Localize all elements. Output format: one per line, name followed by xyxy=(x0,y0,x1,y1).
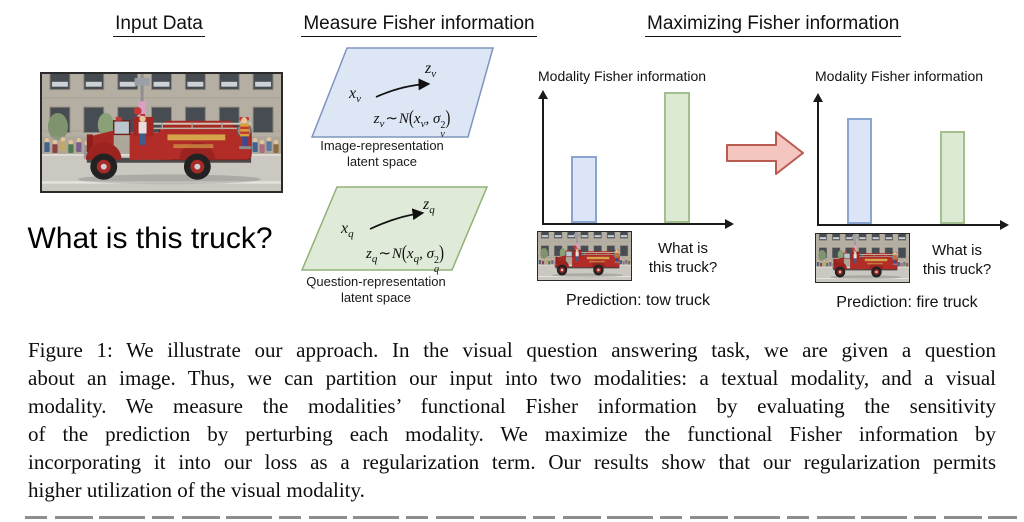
fire-truck-illustration xyxy=(42,74,281,191)
transform-arrow-icon xyxy=(726,131,804,175)
figure-caption-line: higher utilization of the visual modalit… xyxy=(28,478,365,502)
image-latent-space-panel xyxy=(310,47,494,138)
figure-caption: Figure 1: We illustrate our approach. In… xyxy=(28,336,996,504)
fire-truck-illustration xyxy=(816,234,909,282)
x-axis-arrow-icon xyxy=(1000,220,1009,230)
after-chart-title: Modality Fisher information xyxy=(815,68,984,84)
question-latent-caption: Question-representation latent space xyxy=(306,274,446,305)
truck-thumbnail xyxy=(537,231,632,281)
question-latent-space-panel xyxy=(300,186,489,271)
y-axis-arrow-icon xyxy=(813,93,823,102)
mapping-arrow-icon xyxy=(369,208,425,230)
y-axis xyxy=(817,100,819,226)
before-prediction-label: Prediction: tow truck xyxy=(565,292,711,309)
figure-caption-line: modality. We measure the modalities’ fun… xyxy=(28,394,996,418)
after-prediction-label: Prediction: fire truck xyxy=(836,294,978,311)
x-axis xyxy=(542,223,725,225)
figure-caption-line: about an image. Thus, we can partition o… xyxy=(28,366,996,390)
maximize-fisher-heading: Maximizing Fisher information xyxy=(645,13,902,37)
input-data-heading-label: Input Data xyxy=(113,13,205,37)
image-latent-caption: Image-representation latent space xyxy=(320,138,444,169)
y-axis xyxy=(542,97,544,225)
figure-caption-line: incorporating it into our loss as a regu… xyxy=(28,450,996,474)
after-chart-plot xyxy=(813,93,1009,230)
input-data-heading: Input Data xyxy=(59,13,259,37)
x-axis xyxy=(817,224,1000,226)
truck-thumbnail xyxy=(815,233,910,283)
zq-label: zq xyxy=(423,196,435,217)
bar-image-modality xyxy=(847,117,872,224)
xv-label: xv xyxy=(349,85,361,106)
zv-label: zv xyxy=(425,60,437,81)
after-question-label: What is this truck? xyxy=(922,242,992,278)
figure-caption-line: of the prediction by perturbing each mod… xyxy=(28,422,996,446)
x-axis-arrow-icon xyxy=(725,219,734,229)
fire-truck-photo xyxy=(40,72,283,193)
fire-truck-illustration xyxy=(538,232,631,280)
bar-image-modality xyxy=(571,155,597,223)
mapping-arrow-icon xyxy=(375,78,431,98)
before-chart-title: Modality Fisher information xyxy=(538,68,707,84)
y-axis-arrow-icon xyxy=(538,90,548,99)
figure-caption-line: Figure 1: We illustrate our approach. In… xyxy=(28,338,996,362)
before-chart-plot xyxy=(538,90,734,229)
bar-question-modality xyxy=(664,92,690,223)
input-question-text: What is this truck? xyxy=(27,222,273,255)
measure-fisher-heading-label: Measure Fisher information xyxy=(301,13,537,37)
measure-fisher-heading: Measure Fisher information xyxy=(294,13,544,37)
bar-question-modality xyxy=(940,130,965,224)
xq-label: xq xyxy=(341,220,354,241)
maximize-fisher-heading-label: Maximizing Fisher information xyxy=(645,13,902,37)
cutoff-next-line xyxy=(25,516,1017,519)
before-question-label: What is this truck? xyxy=(648,240,718,276)
